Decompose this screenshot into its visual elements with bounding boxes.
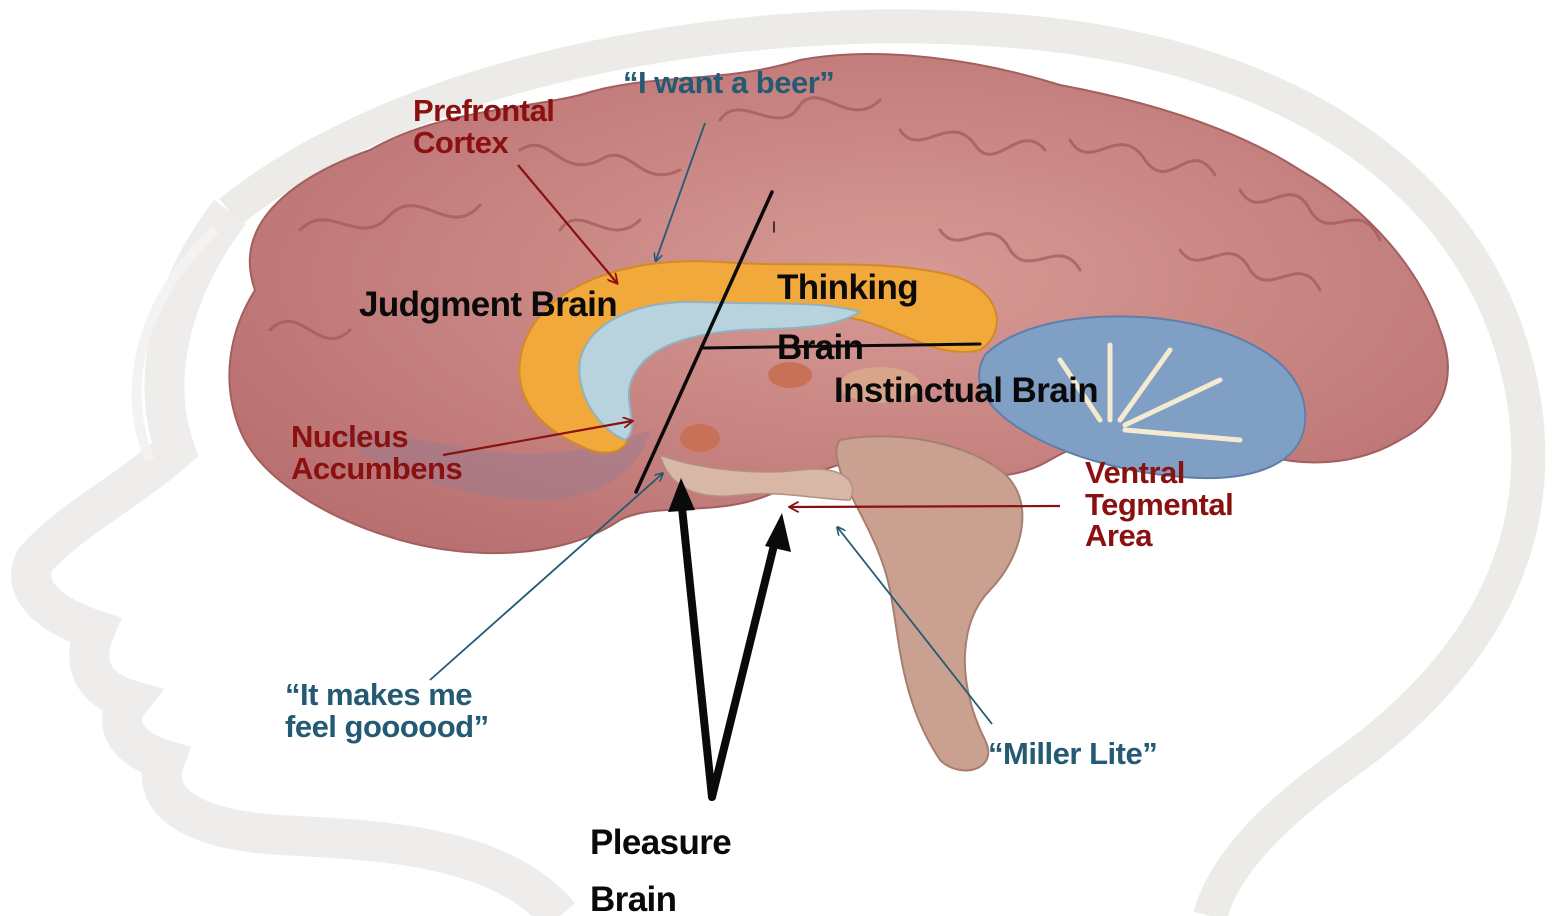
brainstem: [660, 436, 1022, 770]
pleasure-brain-arrows: [668, 478, 791, 797]
label-prefrontal-line1: Prefrontal: [413, 95, 554, 127]
label-feel-good: “It makes me feel goooood”: [285, 679, 489, 742]
label-judgment-brain: Judgment Brain: [359, 287, 617, 323]
label-miller-lite: “Miller Lite”: [988, 738, 1157, 770]
label-instinctual-brain: Instinctual Brain: [834, 373, 1098, 409]
label-pleasure-brain: Pleasure Brain: [590, 815, 731, 916]
pleasure-arrow-left: [681, 498, 712, 797]
label-vta-line1: Ventral: [1085, 457, 1233, 489]
arrow-vta: [790, 506, 1060, 507]
label-vta-line2: Tegmental: [1085, 489, 1233, 521]
label-ventral-tegmental-area: Ventral Tegmental Area: [1085, 457, 1233, 552]
label-thinking-line2: Brain: [777, 318, 918, 378]
label-feel-good-line1: “It makes me: [285, 679, 489, 711]
pleasure-arrow-right: [712, 533, 777, 797]
label-feel-good-line2: feel goooood”: [285, 711, 489, 743]
label-prefrontal-cortex: Prefrontal Cortex: [413, 95, 554, 158]
label-nucleus-accumbens: Nucleus Accumbens: [291, 421, 462, 484]
label-nucleus-line1: Nucleus: [291, 421, 462, 453]
label-want-beer: “I want a beer”: [623, 67, 834, 99]
label-thinking-line1: Thinking: [777, 258, 918, 318]
label-pleasure-line2: Brain: [590, 872, 731, 916]
label-thinking-brain: Thinking Brain: [777, 258, 918, 377]
label-pleasure-line1: Pleasure: [590, 815, 731, 872]
label-vta-line3: Area: [1085, 520, 1233, 552]
label-nucleus-line2: Accumbens: [291, 453, 462, 485]
label-prefrontal-line2: Cortex: [413, 127, 554, 159]
